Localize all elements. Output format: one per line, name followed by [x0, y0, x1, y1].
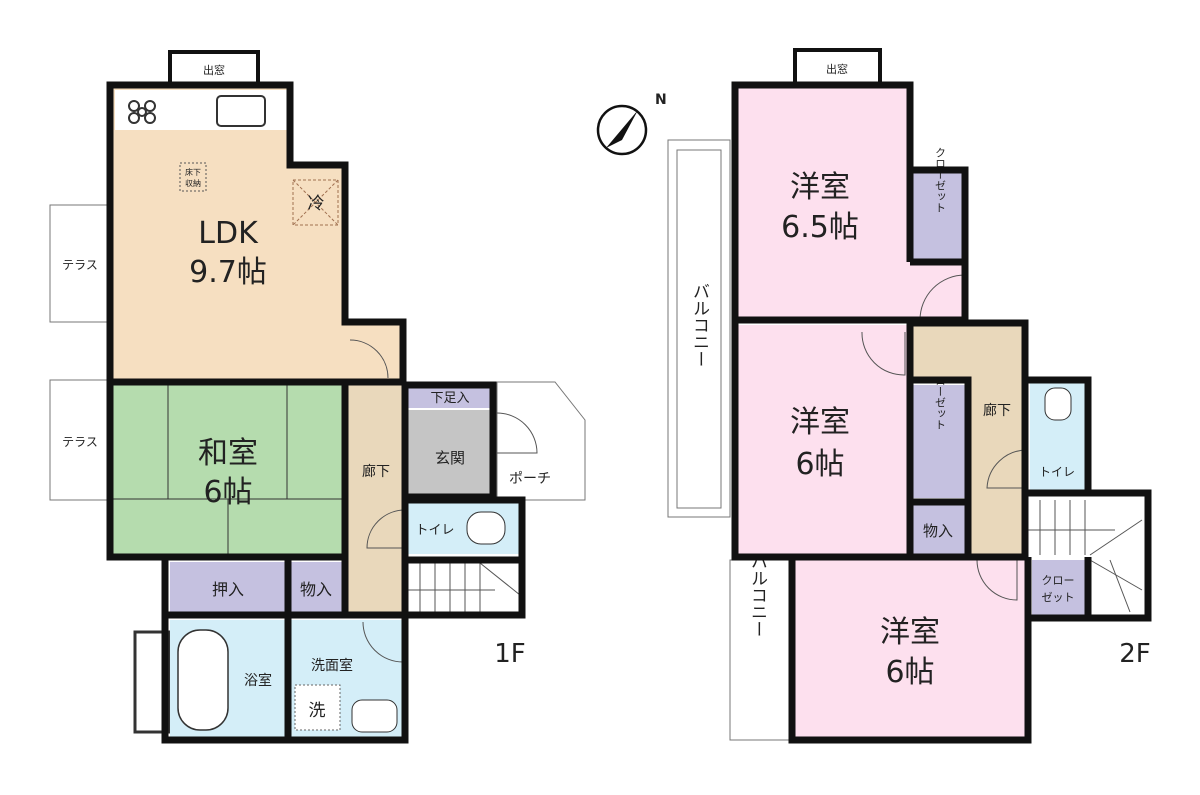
- western-room-2: [735, 325, 910, 555]
- room3-name: 洋室: [880, 615, 940, 650]
- compass: N: [596, 92, 667, 156]
- ldk-name: LDK: [198, 216, 259, 251]
- washer-label: 洗: [309, 701, 326, 721]
- underfloor-storage: [179, 162, 207, 192]
- closet-2: [912, 385, 965, 498]
- sink-icon: [216, 95, 266, 127]
- oshiire: [170, 562, 285, 615]
- toilet-2f-icon: [1044, 387, 1072, 421]
- washitsu-name: 和室: [198, 436, 258, 471]
- storage-2f: [912, 505, 965, 555]
- ldk-room: [110, 85, 403, 382]
- balcony-bottom-label: バルコニー: [747, 553, 767, 638]
- balcony-top: [667, 139, 731, 518]
- closet-3-label-1: クロー: [1042, 574, 1075, 587]
- closet-1-label: クローゼット: [934, 147, 947, 213]
- balcony-top-label: バルコニー: [689, 283, 709, 368]
- room1-name: 洋室: [790, 170, 850, 205]
- toilet-2f-label: トイレ: [1039, 465, 1075, 479]
- entrance-door[interactable]: [496, 412, 538, 454]
- terrace-top: [49, 204, 111, 323]
- underfloor-label-1: 床下: [185, 167, 201, 177]
- room2-size: 6帖: [795, 447, 844, 482]
- storage-1f: [290, 562, 343, 615]
- terrace-bottom: [49, 379, 111, 501]
- closet-3-label-2: ゼット: [1042, 591, 1075, 604]
- floor-2-label: 2F: [1119, 639, 1151, 669]
- room2-door[interactable]: [861, 331, 906, 376]
- shoe-storage-label: 下足入: [430, 391, 469, 406]
- washroom-door[interactable]: [362, 621, 404, 663]
- washer-space: [294, 684, 341, 731]
- toilet-icon: [466, 511, 506, 545]
- washbasin-icon: [351, 699, 398, 733]
- storage-2f-label: 物入: [923, 522, 953, 540]
- entrance: [408, 410, 493, 497]
- hallway-2f-label: 廊下: [983, 402, 1011, 419]
- walls-2f: [731, 81, 1152, 744]
- room1-door[interactable]: [919, 274, 966, 321]
- hallway-1f-label: 廊下: [362, 463, 390, 480]
- hallway-1f: [348, 385, 405, 615]
- bathroom-label: 浴室: [244, 672, 272, 689]
- closet-1: [912, 172, 965, 260]
- bathtub-icon: [177, 629, 229, 731]
- ldk-door[interactable]: [349, 339, 389, 379]
- terrace-top-label: テラス: [62, 258, 98, 272]
- ldk-size: 9.7帖: [189, 255, 267, 290]
- washitsu-size: 6帖: [203, 475, 252, 510]
- room2-name: 洋室: [790, 405, 850, 440]
- floor-2: 出窓 バルコニー 洋室 6.5帖 クローゼット 洋室 6帖 クローゼット 物入 …: [667, 48, 1152, 744]
- underfloor-label-2: 収納: [185, 178, 201, 188]
- shoe-storage: [408, 385, 493, 408]
- toilet-1f-label: トイレ: [415, 523, 454, 538]
- washroom-label: 洗面室: [311, 657, 353, 674]
- stove-icon: [128, 100, 156, 124]
- entrance-label: 玄関: [435, 449, 465, 467]
- storage-1f-label: 物入: [300, 580, 332, 599]
- tatami-lines: [110, 382, 345, 557]
- porch-label: ポーチ: [509, 471, 551, 487]
- bay-window-label: 出窓: [203, 63, 225, 77]
- fridge-space: [292, 179, 339, 226]
- stairs-2f-lines: [1028, 500, 1143, 613]
- terrace-bottom-label: テラス: [62, 435, 98, 449]
- fridge-label: 冷: [308, 194, 325, 214]
- stairs-1f: [405, 560, 522, 615]
- floor-1-label: 1F: [494, 639, 526, 669]
- bay-window-2f-label: 出窓: [826, 62, 848, 76]
- oshiire-label: 押入: [212, 580, 244, 599]
- stairs-lines: [405, 562, 521, 612]
- north-label: N: [655, 92, 667, 108]
- western-room-3: [792, 560, 1025, 738]
- room3-size: 6帖: [885, 655, 934, 690]
- floor-1: 出窓 テラス テラス 床下 収納 冷 LDK 9.7帖 和室 6帖 廊下 下足入…: [49, 50, 586, 744]
- balcony-bottom: [729, 559, 791, 741]
- walls-1f: [106, 81, 526, 744]
- room3-door[interactable]: [976, 559, 1018, 601]
- closet-3: [1032, 560, 1085, 615]
- room1-size: 6.5帖: [781, 210, 859, 245]
- porch: [496, 381, 586, 501]
